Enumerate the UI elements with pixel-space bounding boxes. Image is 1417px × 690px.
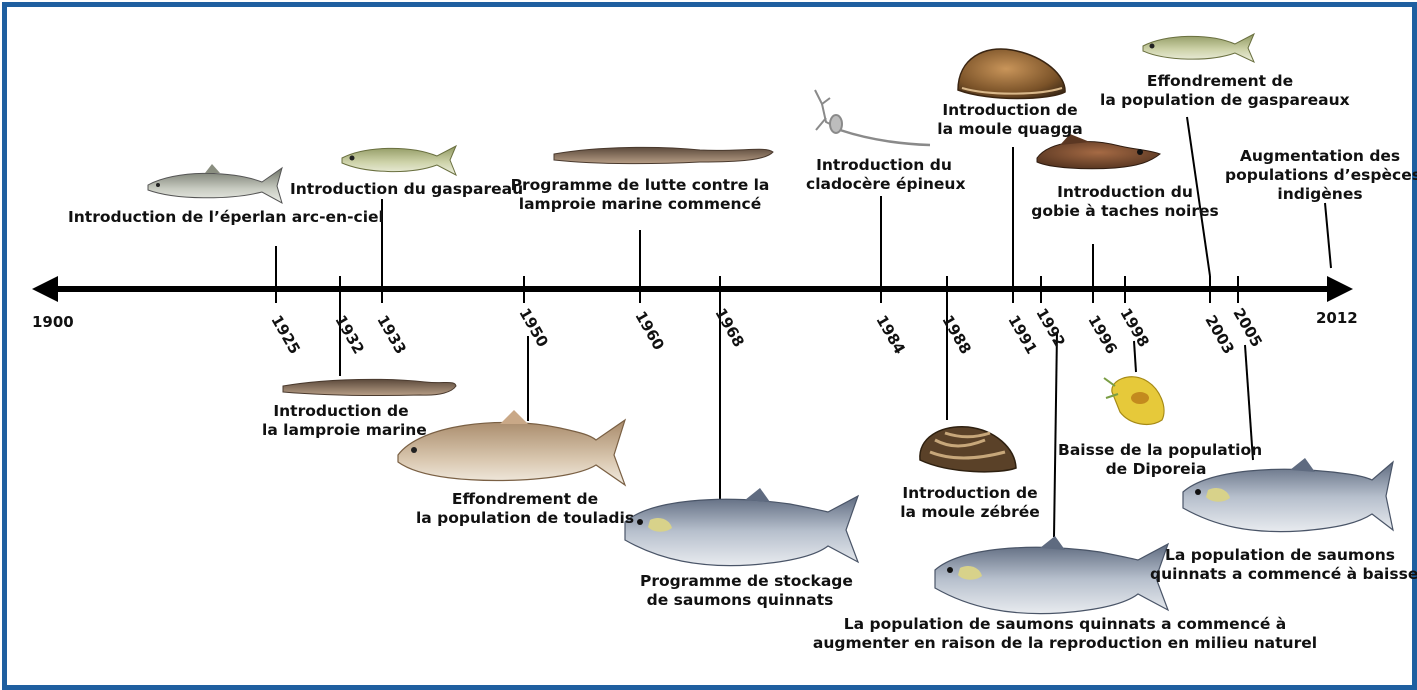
event-chinook-stocking-program: Programme de stockage de saumons quinnat… — [640, 572, 840, 610]
lake-trout-image — [398, 410, 625, 485]
left-arrow-icon — [32, 276, 58, 302]
event-quagga-mussel-introduction: Introduction de la moule quagga — [935, 101, 1085, 139]
right-arrow-icon — [1327, 276, 1353, 302]
event-sea-lamprey-introduction: Introduction de la lamproie marine — [262, 402, 420, 440]
event-alewife-collapse: Effondrement de la population de gaspare… — [1100, 72, 1340, 110]
alewife-2003-image — [1143, 34, 1254, 62]
alewife-image — [342, 146, 456, 175]
chinook-salmon-1968-image — [625, 488, 858, 566]
event-smelt-introduction: Introduction de l’éperlan arc-en-ciel — [68, 208, 428, 227]
chinook-salmon-1992-image — [935, 536, 1168, 614]
event-round-goby-introduction: Introduction du gobie à taches noires — [1030, 183, 1220, 221]
diporeia-image — [1104, 377, 1164, 425]
event-lake-trout-collapse: Effondrement de la population de touladi… — [410, 490, 640, 528]
event-diporeia-decline: Baisse de la population de Diporeia — [1058, 441, 1254, 479]
event-alewife-introduction: Introduction du gaspareau — [290, 180, 510, 199]
event-spiny-water-flea-introduction: Introduction du cladocère épineux — [806, 156, 962, 194]
zebra-mussel-image — [920, 427, 1016, 472]
spiny-water-flea-image — [815, 90, 930, 145]
event-chinook-natural-reproduction-increase: La population de saumons quinnats a comm… — [810, 615, 1320, 653]
event-lamprey-control-program: Programme de lutte contre la lamproie ma… — [508, 176, 772, 214]
round-goby-image — [1037, 134, 1160, 169]
rainbow-smelt-image — [148, 164, 282, 203]
sea-lamprey-lower-image — [283, 379, 456, 395]
quagga-mussel-image — [958, 49, 1065, 99]
event-chinook-decline: La population de saumons quinnats a comm… — [1150, 546, 1410, 584]
event-native-species-increase: Augmentation des populations d’espèces i… — [1225, 147, 1415, 204]
event-zebra-mussel-introduction: Introduction de la moule zébrée — [895, 484, 1045, 522]
sea-lamprey-upper-image — [554, 147, 773, 163]
end-year-label: 2012 — [1316, 309, 1358, 327]
start-year-label: 1900 — [32, 313, 74, 331]
